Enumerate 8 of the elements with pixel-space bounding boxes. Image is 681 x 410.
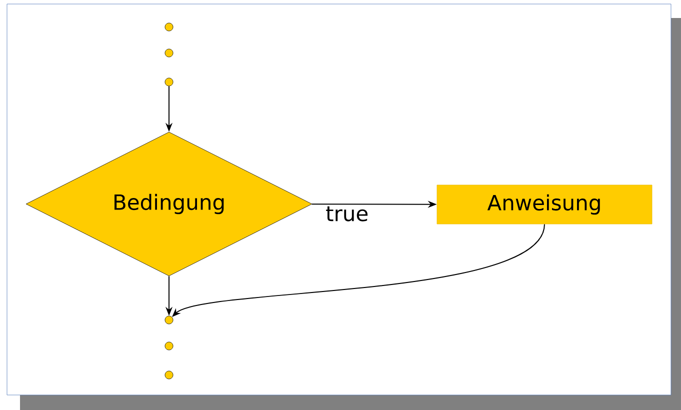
connector-dot [164,22,174,32]
connector-dot [164,370,174,380]
edge-label: true [326,206,368,222]
connector-dot [164,316,174,324]
connector-dot [164,78,174,86]
connector-dot [164,342,174,350]
process-box: Anweisung [436,184,652,224]
connector-dot [164,48,174,58]
